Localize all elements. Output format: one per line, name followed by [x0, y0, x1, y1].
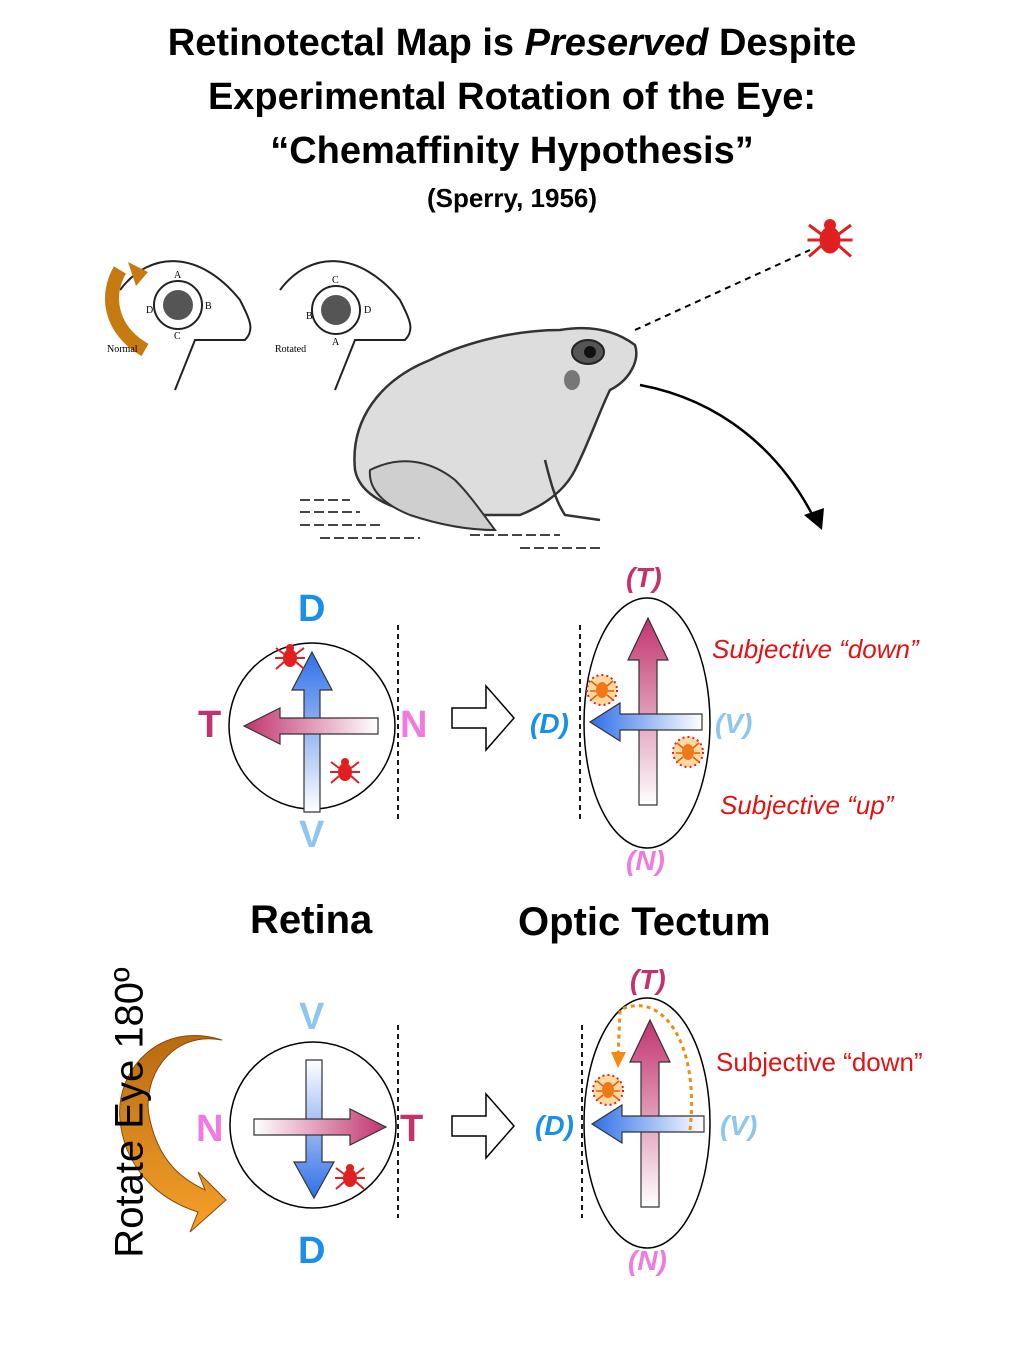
svg-text:C: C	[174, 331, 181, 342]
svg-text:A: A	[174, 270, 182, 281]
tectum-ventral-label: (V)	[715, 708, 753, 739]
top-tectum	[579, 597, 711, 849]
curved-arrow-icon	[119, 1035, 227, 1233]
temporal-arrow	[242, 707, 379, 745]
fly-icon	[586, 674, 618, 706]
top-retina	[228, 625, 399, 820]
retina-dorsal-label: D	[298, 1230, 326, 1272]
citation: (Sperry, 1956)	[426, 183, 598, 213]
fly-icon	[672, 736, 704, 768]
tectum-dorsal-label: (D)	[530, 708, 569, 739]
svg-text:C: C	[332, 275, 339, 286]
optic-tectum-heading: Optic Tectum	[518, 900, 771, 944]
subjective-down-label: Subjective “down”	[712, 634, 919, 664]
tectum-ventral-label: (V)	[720, 1110, 758, 1141]
temporal-arrow	[253, 1108, 388, 1146]
tectum-nasal-label: (N)	[628, 1245, 667, 1276]
tectum-temporal-label: (T)	[626, 562, 662, 593]
strike-arrow	[639, 383, 817, 521]
dorsal-arrow	[588, 701, 703, 743]
retina-dorsal-label: D	[298, 588, 326, 630]
retina-temporal-label: T	[400, 1108, 424, 1150]
bottom-tectum	[581, 997, 711, 1249]
retina-nasal-label: N	[196, 1108, 224, 1150]
inset-normal: A B C D Normal	[105, 260, 252, 391]
title-emphasis: Preserved	[524, 22, 709, 64]
inset-rotated-label: Rotated	[275, 344, 306, 355]
retina-ventral-label: V	[299, 814, 325, 856]
svg-text:B: B	[306, 311, 313, 322]
retina-heading: Retina	[250, 898, 373, 942]
inset-normal-label: Normal	[107, 344, 138, 355]
frog-illustration	[300, 326, 638, 549]
svg-text:A: A	[332, 337, 340, 348]
retina-ventral-label: V	[299, 996, 325, 1038]
rotate-eye-label: Rotate Eye 180º	[107, 967, 152, 1258]
subjective-down-label: Subjective “down”	[716, 1047, 923, 1077]
temporal-arrow	[627, 616, 669, 806]
dorsal-arrow	[590, 1103, 705, 1145]
retina-nasal-label: N	[400, 704, 428, 746]
inset-rotated: C D A B Rotated	[275, 260, 412, 391]
title-line-3: “Chemaffinity Hypothesis”	[270, 130, 754, 172]
svg-text:D: D	[364, 305, 371, 316]
svg-text:D: D	[146, 305, 153, 316]
orange-path	[616, 1004, 693, 1131]
subjective-up-label: Subjective “up”	[720, 790, 894, 820]
retina-temporal-label: T	[198, 704, 222, 746]
bottom-retina	[229, 1025, 399, 1218]
hollow-arrow-icon	[451, 684, 515, 752]
fly-icon	[592, 1074, 624, 1106]
title-line-1: Retinotectal Map is Preserved Despite	[167, 22, 857, 64]
fly-icon	[806, 217, 854, 258]
line-of-sight	[634, 249, 811, 331]
hollow-arrow-icon	[451, 1092, 515, 1160]
temporal-arrow	[629, 1018, 671, 1208]
svg-text:B: B	[205, 301, 212, 312]
tectum-temporal-label: (T)	[630, 964, 666, 995]
title-line-2: Experimental Rotation of the Eye:	[207, 76, 817, 118]
tectum-dorsal-label: (D)	[535, 1110, 574, 1141]
tectum-nasal-label: (N)	[626, 845, 665, 876]
